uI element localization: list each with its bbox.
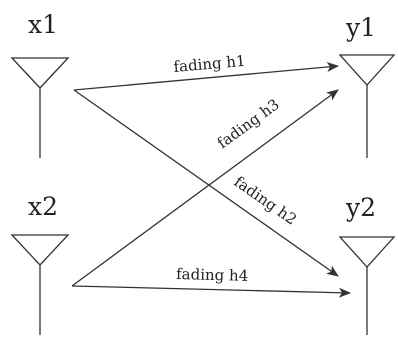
- link-h3-label: fading h3: [214, 95, 283, 152]
- link-h1-arrow: [73, 62, 339, 91]
- link-h2-label: fading h2: [231, 173, 300, 229]
- antenna-icon: [338, 236, 396, 268]
- antenna-icon: [338, 54, 396, 86]
- antenna-x2-label: x2: [28, 192, 58, 221]
- antenna-x1-label: x1: [28, 10, 58, 39]
- link-h4-label: fading h4: [176, 265, 249, 285]
- link-h2-arrow: [73, 89, 339, 277]
- antenna-x1: x1: [10, 10, 70, 158]
- antenna-icon: [10, 234, 70, 266]
- link-h3-arrow: [71, 89, 339, 287]
- link-h4-arrow: [71, 285, 351, 298]
- antenna-y1-label: y1: [345, 13, 376, 42]
- antenna-y2-label: y2: [345, 193, 376, 222]
- antenna-y1: y1: [338, 13, 396, 158]
- link-h1-label: fading h1: [173, 52, 246, 76]
- antenna-y2: y2: [338, 193, 396, 335]
- antenna-x2: x2: [10, 192, 70, 335]
- antenna-icon: [10, 57, 70, 89]
